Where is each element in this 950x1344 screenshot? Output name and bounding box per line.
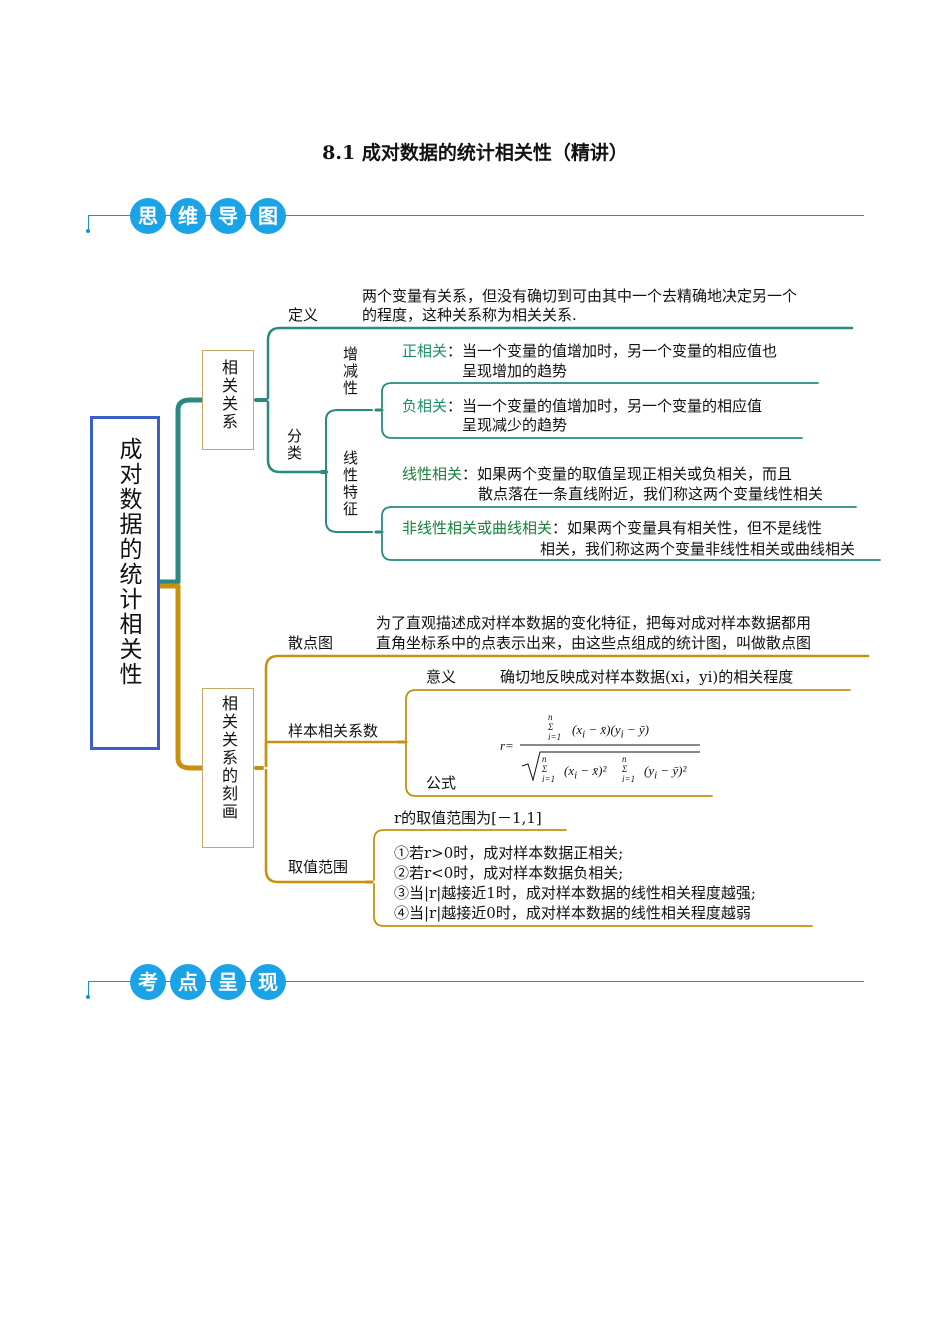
page-title: 8.1 成对数据的统计相关性（精讲） xyxy=(322,142,628,164)
banner-tick xyxy=(88,981,90,997)
root-label: 成对数据的统计相关性 xyxy=(115,437,141,687)
banner-rule xyxy=(88,981,864,983)
range-item: ②若r<0时，成对样本数据负相关; xyxy=(394,864,624,882)
formula-denominator-x: (xi − x̄)² xyxy=(564,763,607,782)
scatter-label: 散点图 xyxy=(288,634,334,652)
banner-char: 呈 xyxy=(210,964,246,1000)
exam-points-banner: 考 点 呈 现 xyxy=(86,964,864,1000)
nonlinear-text-1: ：如果两个变量具有相关性，但不是线性 xyxy=(552,519,823,537)
positive-text-1: ：当一个变量的值增加时，另一个变量的相应值也 xyxy=(447,342,778,360)
definition-text-2: 的程度，这种关系称为相关关系. xyxy=(362,306,577,324)
root-node: 成对数据的统计相关性 xyxy=(90,416,160,750)
coefficient-label: 样本相关系数 xyxy=(288,722,379,740)
meaning-label: 意义 xyxy=(426,668,457,686)
banner-char: 现 xyxy=(250,964,286,1000)
definition-label: 定义 xyxy=(288,306,319,324)
formula-r: r= xyxy=(500,738,514,753)
linear-correlation: 线性相关：如果两个变量的取值呈现正相关或负相关，而且 xyxy=(402,464,792,484)
banner-dot xyxy=(86,995,90,999)
branch-description-label: 相关关系的刻画 xyxy=(219,695,238,821)
banner-char: 导 xyxy=(210,198,246,234)
branch-description: 相关关系的刻画 xyxy=(202,688,254,848)
mindmap-banner: 思 维 导 图 xyxy=(86,198,864,234)
branch-correlation: 相关关系 xyxy=(202,350,254,450)
banner-char: 考 xyxy=(130,964,166,1000)
negative-correlation: 负相关：当一个变量的值增加时，另一个变量的相应值 xyxy=(402,396,762,416)
nonlinear-correlation: 非线性相关或曲线相关：如果两个变量具有相关性，但不是线性 xyxy=(402,518,822,538)
negative-text-1: ：当一个变量的值增加时，另一个变量的相应值 xyxy=(447,397,763,415)
linear-term: 线性相关 xyxy=(402,465,463,483)
banner-char: 思 xyxy=(130,198,166,234)
range-header: r的取值范围为[－1,1] xyxy=(394,809,542,827)
banner-tick xyxy=(88,215,90,231)
range-label: 取值范围 xyxy=(288,858,349,876)
meaning-text: 确切地反映成对样本数据(xi，yi)的相关程度 xyxy=(500,668,794,686)
formula-label: 公式 xyxy=(426,774,457,792)
scatter-text-1: 为了直观描述成对样本数据的变化特征，把每对成对样本数据都用 xyxy=(376,614,812,632)
range-item: ③当|r|越接近1时，成对样本数据的线性相关程度越强; xyxy=(394,884,756,902)
linear-text-2: 散点落在一条直线附近，我们称这两个变量线性相关 xyxy=(478,485,824,503)
linearity-label: 线性特征 xyxy=(341,450,359,518)
positive-term: 正相关 xyxy=(402,342,448,360)
banner-char: 维 xyxy=(170,198,206,234)
range-item: ①若r>0时，成对样本数据正相关; xyxy=(394,844,624,862)
formula-numerator: (xi − x̄)(yi − ȳ) xyxy=(572,722,649,741)
formula-denominator-y: (yi − ȳ)² xyxy=(644,763,687,782)
banner-dot xyxy=(86,229,90,233)
branch-correlation-label: 相关关系 xyxy=(219,359,238,431)
definition-text-1: 两个变量有关系，但没有确切到可由其中一个去精确地决定另一个 xyxy=(362,287,798,305)
trend-label: 增减性 xyxy=(341,346,359,397)
negative-term: 负相关 xyxy=(402,397,448,415)
scatter-text-2: 直角坐标系中的点表示出来，由这些点组成的统计图，叫做散点图 xyxy=(376,634,812,652)
banner-char: 图 xyxy=(250,198,286,234)
positive-text-2: 呈现增加的趋势 xyxy=(462,362,568,380)
nonlinear-text-2: 相关，我们称这两个变量非线性相关或曲线相关 xyxy=(540,540,856,558)
range-item: ④当|r|越接近0时，成对样本数据的线性相关程度越弱 xyxy=(394,904,751,922)
banner-char: 点 xyxy=(170,964,206,1000)
classification-label: 分类 xyxy=(285,428,303,462)
nonlinear-term: 非线性相关或曲线相关 xyxy=(402,519,553,537)
negative-text-2: 呈现减少的趋势 xyxy=(462,416,568,434)
banner-rule xyxy=(88,215,864,217)
positive-correlation: 正相关：当一个变量的值增加时，另一个变量的相应值也 xyxy=(402,341,777,361)
linear-text-1: ：如果两个变量的取值呈现正相关或负相关，而且 xyxy=(462,465,793,483)
